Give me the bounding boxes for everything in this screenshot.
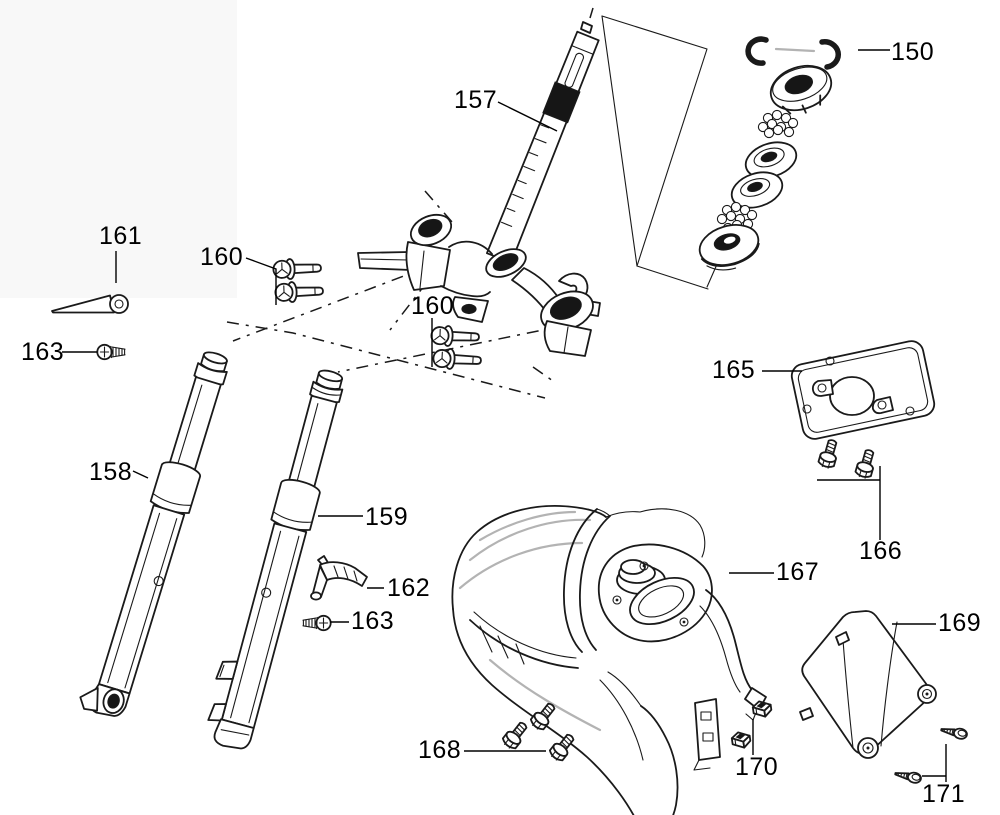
steering-crown [357, 213, 601, 357]
callout-162: 162 [367, 574, 430, 602]
screw-163-left [96, 343, 126, 361]
callout-169: 169 [892, 609, 981, 637]
part-label-160-upper: 160 [200, 243, 243, 271]
part-label-161: 161 [99, 222, 142, 250]
part-label-162: 162 [387, 574, 430, 602]
flange-bolt-icon [274, 280, 325, 304]
scan-artifact-band [0, 0, 237, 298]
callout-157: 157 [454, 86, 558, 132]
callout-158: 158 [89, 458, 149, 486]
cable-guide-162 [310, 555, 368, 601]
part-label-168: 168 [418, 736, 461, 764]
part-label-163-right: 163 [351, 607, 394, 635]
dust-seal-race [698, 224, 760, 271]
ball-retainer-upper [757, 109, 799, 139]
part-label-171: 171 [922, 780, 965, 808]
bearing-race-lower [730, 171, 784, 209]
part-label-158: 158 [89, 458, 132, 486]
bearing-race-upper [744, 141, 798, 179]
bracket-plate-165 [790, 340, 936, 440]
bolts-160-lower [430, 324, 483, 372]
bolts-160-upper [272, 257, 325, 304]
screws-171 [893, 723, 969, 785]
stopper-161 [51, 294, 129, 314]
assembly-axis-lines [226, 7, 594, 399]
steering-adjust-nut [769, 64, 833, 115]
screw-icon [546, 730, 579, 765]
part-label-150: 150 [891, 38, 934, 66]
callout-163-left: 163 [21, 338, 97, 366]
mud-flap-169 [799, 610, 937, 759]
screw-163-right [302, 614, 332, 632]
flat-screw-icon [939, 723, 969, 741]
front-fender-167 [451, 505, 767, 815]
flange-bolt-icon [432, 347, 483, 372]
callout-161: 161 [99, 222, 142, 283]
part-label-166: 166 [859, 537, 902, 565]
callout-163-right: 163 [330, 607, 394, 635]
part-label-157: 157 [454, 86, 497, 114]
callout-166: 166 [817, 466, 902, 565]
callout-170: 170 [735, 719, 778, 781]
clips-170 [730, 698, 774, 751]
part-label-165: 165 [712, 356, 755, 384]
part-label-159: 159 [365, 503, 408, 531]
part-label-160-lower: 160 [411, 292, 454, 320]
screws-166 [816, 437, 879, 481]
bearing-stack-150 [698, 36, 842, 271]
callout-160-upper: 160 [200, 243, 277, 305]
callout-171: 171 [922, 744, 965, 808]
screw-icon [499, 718, 532, 753]
callouts: 150 157 158 159 160 160 161 162 [21, 38, 981, 808]
callout-168: 168 [418, 736, 546, 764]
callout-150: 150 [858, 38, 934, 66]
screw-icon [816, 437, 842, 471]
steering-stem-157 [486, 21, 600, 264]
part-label-167: 167 [776, 558, 819, 586]
clip-nut-icon [730, 729, 753, 751]
part-label-170: 170 [735, 753, 778, 781]
screws-168 [499, 699, 579, 765]
part-label-163-left: 163 [21, 338, 64, 366]
callout-159: 159 [318, 503, 408, 531]
callout-167: 167 [729, 558, 819, 586]
screw-icon [853, 447, 879, 481]
fork-leg-159 [207, 369, 344, 750]
callout-165: 165 [712, 356, 802, 384]
part-label-169: 169 [938, 609, 981, 637]
callout-160-lower: 160 [411, 292, 454, 367]
flange-bolt-icon [272, 257, 323, 281]
fork-leg-158 [79, 351, 228, 717]
flat-screw-icon [893, 767, 923, 785]
